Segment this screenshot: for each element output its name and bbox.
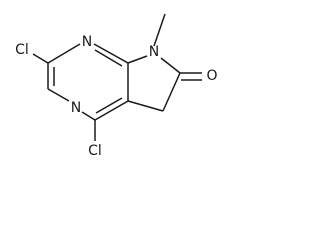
bond-c4a-c4-double (95, 97, 123, 114)
bond-n7-c6 (160, 57, 181, 74)
bond-n1-c7a-double (94, 49, 123, 67)
bond-n7-methyl (153, 13, 166, 47)
bond-c2-cl (32, 53, 49, 64)
atom-n-ring-bottom: N (71, 100, 81, 116)
atom-n-pyrrole: N (149, 44, 159, 60)
bond-c4a-c4 (94, 100, 129, 121)
bond-n3-c2 (47, 88, 70, 102)
bond-c7a-n7 (127, 55, 148, 64)
bond-c2-n1 (47, 43, 81, 64)
atom-n-ring-top: N (82, 34, 92, 50)
bond-c6-c5 (162, 72, 181, 112)
bond-n1-c7a (93, 43, 129, 64)
bond-c4-n3 (81, 111, 96, 121)
bond-c5-c4a (127, 100, 164, 112)
atom-cl-bottom: Cl (88, 143, 102, 159)
atom-cl-top: Cl (15, 42, 29, 58)
atom-o-carbonyl: O (206, 68, 217, 84)
chemical-structure-diagram: Cl N N N Cl O (15, 13, 218, 159)
